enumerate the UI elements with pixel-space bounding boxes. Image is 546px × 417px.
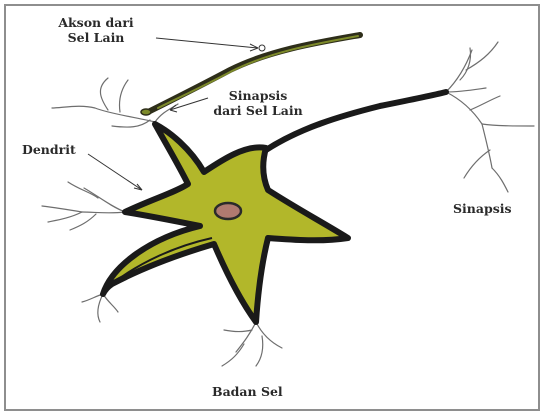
dendrite-pointer-arrow	[88, 154, 142, 190]
axon-from-other-cell-label: Akson dari Sel Lain	[46, 15, 146, 45]
axon-pointer-dot	[259, 45, 265, 51]
axon-pointer-arrow	[156, 38, 258, 48]
synapse-label: Sinapsis	[453, 201, 512, 216]
incoming-synapse-bulb	[141, 109, 151, 115]
synapse-from-other-cell-label: Sinapsis dari Sel Lain	[206, 88, 310, 118]
cell-body-label: Badan Sel	[212, 384, 283, 399]
axon-label-line-2: Sel Lain	[46, 30, 146, 45]
synapse-from-other-label-line-1: Sinapsis	[206, 88, 310, 103]
dendrite-label: Dendrit	[22, 142, 76, 157]
cell-body	[103, 124, 348, 322]
axon-label-line-1: Akson dari	[46, 15, 146, 30]
synapse-from-other-label-line-2: dari Sel Lain	[206, 103, 310, 118]
nucleus	[215, 203, 241, 219]
